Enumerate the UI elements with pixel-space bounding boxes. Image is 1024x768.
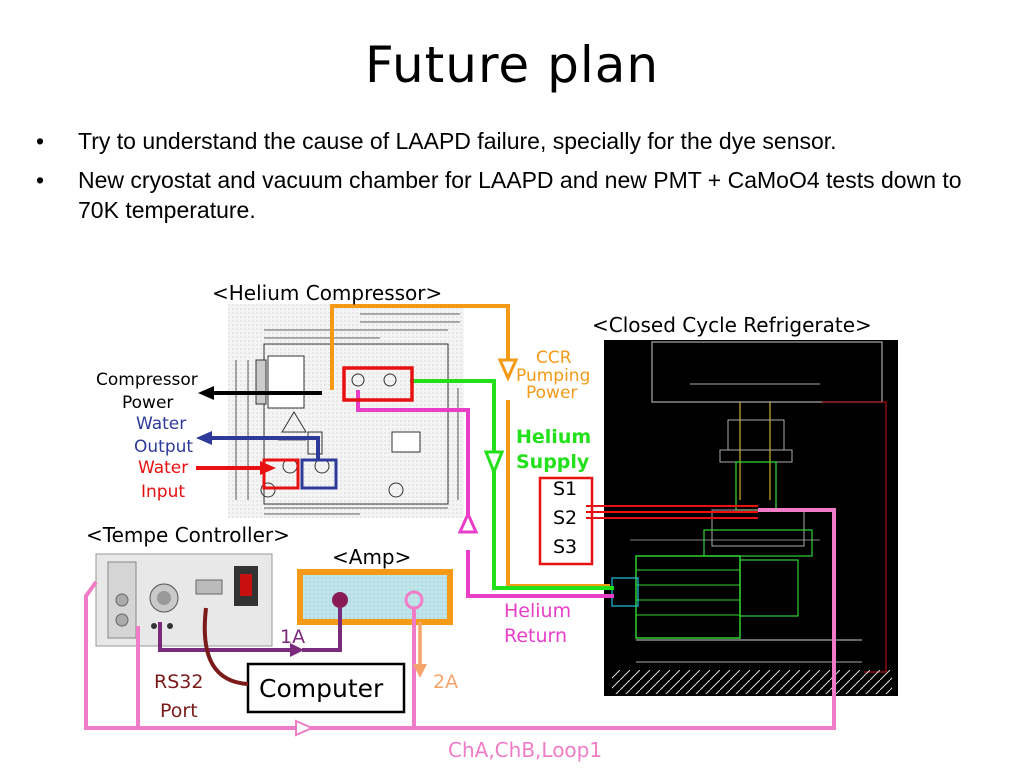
helium-supply-label: Helium [516,426,592,448]
helium-return-label: Return [504,625,568,647]
bullet-item: • New cryostat and vacuum chamber for LA… [36,165,996,225]
arrow-icon [295,719,315,737]
amp-label: <Amp> [332,545,412,569]
helium-supply-label: Supply [516,451,590,473]
arrow-icon [413,664,427,678]
water-output-label: Output [134,437,194,457]
tempe-controller-label: <Tempe Controller> [86,523,290,547]
ccr-pumping-power-label: Pumping [516,366,591,386]
computer-label: Computer [259,674,384,703]
amp-connector [332,592,348,608]
sensor-s3-label: S3 [553,536,578,558]
arrow-icon [196,431,212,445]
helium-compressor-drawing [228,304,464,518]
amp-box [297,569,453,625]
ccr-pumping-power-label: Power [526,383,578,403]
bullet-marker: • [36,128,45,154]
rs32-label: Port [160,700,198,722]
channel-label: ChA,ChB,Loop1 [448,738,603,762]
sensor-s2-label: S2 [553,507,578,529]
ccr-label: <Closed Cycle Refrigerate> [592,313,872,337]
1a-label: 1A [280,626,306,648]
channel-cable [84,508,836,730]
fitting-highlight [342,366,414,402]
1a-line [302,608,342,652]
helium-return-line [466,550,614,598]
arrow-icon [483,450,505,477]
rs32-label: RS32 [154,671,204,693]
arrow-icon [260,461,276,475]
water-output-line [210,436,320,460]
sensor-box [538,476,594,566]
ccr-power-line [330,304,510,390]
bullet-marker: • [36,167,45,193]
page-title: Future plan [364,36,660,94]
bullet-list: • Try to understand the cause of LAAPD f… [36,126,996,234]
ccr-pumping-power-label: CCR [536,348,572,368]
bullet-item: • Try to understand the cause of LAAPD f… [36,126,996,156]
compressor-power-label: Power [122,393,174,413]
bullet-text: New cryostat and vacuum chamber for LAAP… [78,167,962,223]
compressor-power-label: Compressor [96,370,198,390]
arrow-icon [198,386,214,400]
computer-box [246,662,406,714]
water-input-highlight [262,458,300,490]
helium-supply-line [410,379,614,590]
bullet-text: Try to understand the cause of LAAPD fai… [78,128,837,154]
water-output-label: Water [136,414,187,434]
water-input-label: Input [141,482,186,502]
sensor-s1-label: S1 [553,478,578,500]
rs32-cable [202,607,249,686]
2a-label: 2A [433,671,459,693]
helium-compressor-label: <Helium Compressor> [212,281,443,305]
water-input-label: Water [138,458,189,478]
tempe-controller-drawing [95,553,273,647]
arrow-icon [290,643,304,657]
arrow-icon [457,510,479,534]
arrow-icon [497,358,519,382]
1a-line [158,622,290,652]
helium-return-label: Helium [504,600,572,622]
